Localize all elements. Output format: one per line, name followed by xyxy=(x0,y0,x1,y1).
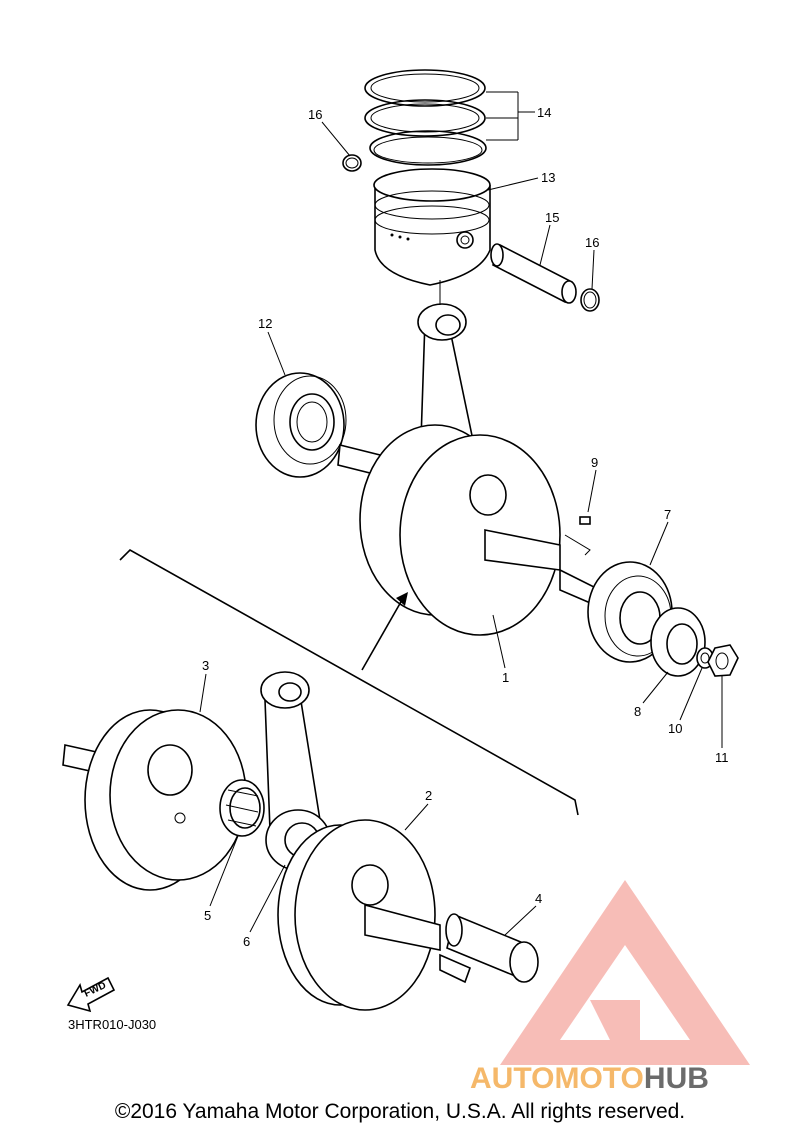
piston xyxy=(373,168,491,286)
crank-wheel-right xyxy=(277,819,472,1011)
part-label-7: 7 xyxy=(664,507,671,522)
part-label-6: 6 xyxy=(243,934,250,949)
watermark-logo: AUTOMOTOHUB xyxy=(470,880,750,1095)
oil-seal xyxy=(650,607,706,677)
needle-bearing xyxy=(219,779,265,837)
fwd-arrow-icon: FWD xyxy=(66,976,116,1013)
part-label-16-right: 16 xyxy=(585,235,599,250)
copyright-notice: ©2016 Yamaha Motor Corporation, U.S.A. A… xyxy=(114,1100,686,1123)
part-label-5: 5 xyxy=(204,908,211,923)
part-label-16-top: 16 xyxy=(308,107,322,122)
part-label-10: 10 xyxy=(668,721,682,736)
piston-pin xyxy=(490,243,577,304)
leader-lines xyxy=(199,91,723,936)
circlip-left xyxy=(342,154,362,172)
part-label-14: 14 xyxy=(537,105,551,120)
svg-text:AUTOMOTOHUB: AUTOMOTOHUB xyxy=(470,1062,709,1095)
part-label-13: 13 xyxy=(541,170,555,185)
watermark-text-hub: HUB xyxy=(644,1062,709,1095)
diagram-code: 3HTR010-J030 xyxy=(68,1017,156,1032)
crank-wheel-left xyxy=(62,709,247,891)
part-label-12: 12 xyxy=(258,316,272,331)
part-label-1: 1 xyxy=(502,670,509,685)
part-label-15: 15 xyxy=(545,210,559,225)
bearing-left xyxy=(255,372,347,478)
watermark-text-automoto: AUTOMOTO xyxy=(470,1062,644,1095)
part-labels: 14 16 13 15 16 12 9 7 1 8 10 11 3 2 5 6 … xyxy=(202,105,729,949)
crankshaft-assembly xyxy=(337,424,601,636)
part-label-4: 4 xyxy=(535,891,542,906)
assembly-bracket xyxy=(119,549,579,816)
part-label-3: 3 xyxy=(202,658,209,673)
part-label-2: 2 xyxy=(425,788,432,803)
connecting-rod-lower xyxy=(260,671,331,871)
part-label-8: 8 xyxy=(634,704,641,719)
crank-pin xyxy=(445,913,539,983)
part-label-9: 9 xyxy=(591,455,598,470)
circlip-right xyxy=(580,288,600,312)
nut xyxy=(707,644,739,677)
part-label-11: 11 xyxy=(715,750,729,765)
piston-rings xyxy=(364,69,487,166)
